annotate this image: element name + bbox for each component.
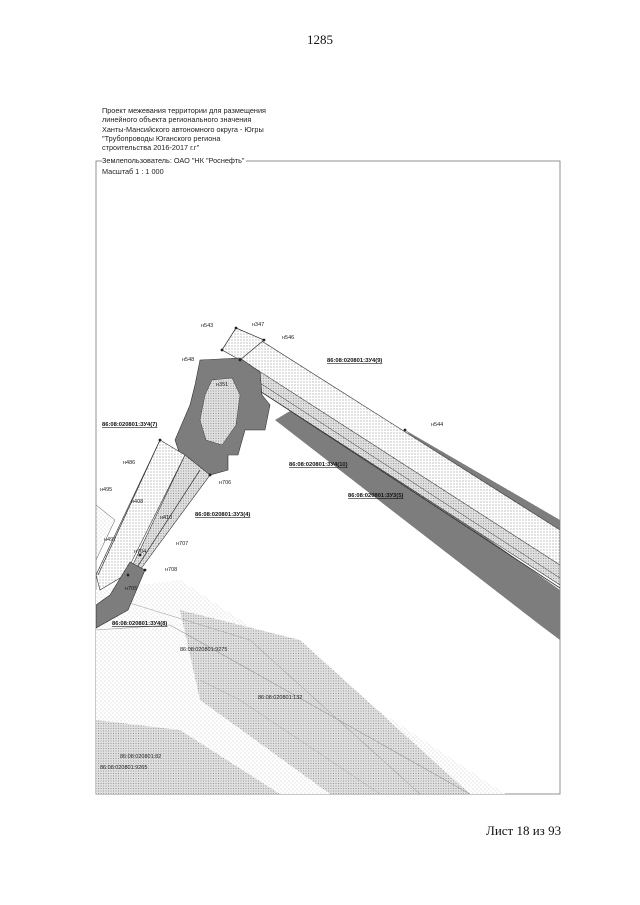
point-label: н708 xyxy=(165,567,177,573)
point-label: н497 xyxy=(104,537,116,543)
point-label: н495 xyxy=(100,487,112,493)
parcel-label: 86:08:020801:ЗУ4(8) xyxy=(112,621,167,627)
document-header: Проект межевания территории для размещен… xyxy=(102,106,302,152)
header-line: линейного объекта регионального значения xyxy=(102,115,252,125)
parcel-zu3-5 xyxy=(275,405,560,640)
parcel-label: 86:08:020801:82 xyxy=(120,754,161,760)
sheet-number: Лист 18 из 93 xyxy=(486,823,562,838)
point-label: н707 xyxy=(176,541,188,547)
parcel-132 xyxy=(180,610,470,794)
point-label: н544 xyxy=(431,422,443,428)
parcel-label: 86:08:020801:ЗУ4(10) xyxy=(289,462,348,468)
page-number: 1285 xyxy=(307,32,333,47)
point-label: н408 xyxy=(131,499,143,505)
point-label: н486 xyxy=(123,460,135,466)
point-label: н543 xyxy=(201,323,213,329)
point-label: н704 xyxy=(134,549,146,555)
parcel-label: 86:08:020801:ЗУ3(4) xyxy=(195,512,250,518)
point-label: н351 xyxy=(216,382,228,388)
point-label: н546 xyxy=(282,335,294,341)
point-label: н410 xyxy=(160,515,172,521)
parcel-zu4-10 xyxy=(234,361,560,586)
point-label: н548 xyxy=(182,357,194,363)
header-line: "Трубопроводы Юганского региона xyxy=(102,133,221,143)
header-line: Ханты-Мансийского автономного округа - Ю… xyxy=(102,124,264,134)
parcel-zu4-7 xyxy=(96,439,186,591)
parcel-82 xyxy=(96,720,280,794)
land-user-label: Землепользователь: ОАО "НК "Роснефть" xyxy=(102,156,247,165)
point-label: н347 xyxy=(252,322,264,328)
point-label: н705 xyxy=(125,586,137,592)
parcel-label: 86:08:020801:9265 xyxy=(100,765,147,771)
parcel-label: 86:08:020801:9275 xyxy=(180,647,227,653)
parcel-label: 86:08:020801:ЗУ4(7) xyxy=(102,422,157,428)
header-line: Проект межевания территории для размещен… xyxy=(102,106,266,115)
point-label: н706 xyxy=(219,480,231,486)
header-line: строительства 2016-2017 г.г" xyxy=(102,143,200,153)
scale-label: Масштаб 1 : 1 000 xyxy=(102,167,164,176)
parcel-label: 86:08:020801:ЗУ3(5) xyxy=(348,493,403,499)
parcel-label: 86:08:020801:ЗУ4(9) xyxy=(327,358,382,364)
parcel-label: 86:08:020801:132 xyxy=(258,695,302,701)
